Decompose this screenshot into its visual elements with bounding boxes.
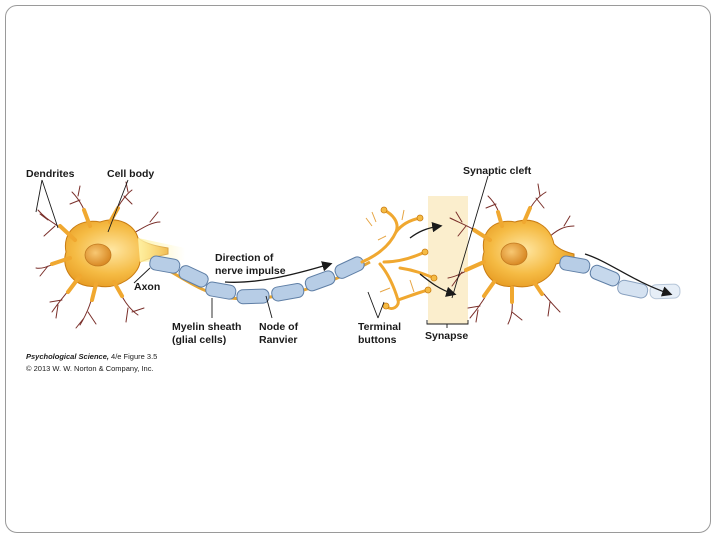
- myelin-segment: [205, 281, 237, 300]
- terminal-arrow-bottom: [419, 273, 457, 297]
- myelin-segment: [334, 256, 365, 279]
- direction-arrow: [224, 261, 333, 283]
- terminal-dendrite-spikes: [365, 209, 415, 293]
- figure-caption-line1: Psychological Science, 4/e Figure 3.5: [26, 352, 157, 361]
- myelin-segment: [236, 288, 270, 305]
- terminal-leader: [367, 291, 385, 319]
- caption-title: Psychological Science,: [26, 352, 109, 361]
- cell-body-leader: [107, 179, 129, 233]
- left-nucleus: [84, 243, 112, 267]
- caption-edition: 4/e Figure 3.5: [109, 352, 157, 361]
- label-myelin-2: (glial cells): [172, 334, 226, 346]
- myelin-sheath: [149, 255, 365, 305]
- axon-leader: [133, 267, 151, 284]
- synapse-bracket: [426, 320, 469, 328]
- leader-lines: [35, 175, 489, 328]
- label-terminal-1: Terminal: [358, 321, 401, 333]
- myelin-segment: [559, 255, 591, 274]
- terminal-buttons: [380, 206, 438, 310]
- right-cell-body: [464, 206, 575, 304]
- synapse-band: [428, 196, 468, 324]
- label-node-2: Ranvier: [259, 334, 298, 346]
- left-cell-body: [50, 206, 169, 302]
- right-axon-arrow: [584, 253, 673, 297]
- dendrites-leader: [35, 179, 59, 229]
- label-myelin-1: Myelin sheath: [172, 321, 241, 333]
- label-synapse: Synapse: [425, 330, 468, 342]
- node-leader: [265, 295, 273, 319]
- myelin-segment: [589, 264, 621, 287]
- slide-frame: [5, 5, 711, 533]
- label-node-1: Node of: [259, 321, 299, 333]
- label-axon: Axon: [134, 281, 160, 293]
- myelin-segment: [617, 279, 649, 299]
- myelin-segment: [149, 255, 181, 274]
- figure-caption-line2: © 2013 W. W. Norton & Company, Inc.: [26, 364, 154, 373]
- myelin-segment: [178, 265, 209, 288]
- right-myelin-sheath: [559, 255, 681, 300]
- label-synaptic-cleft: Synaptic cleft: [463, 165, 532, 177]
- synaptic-cleft-leader: [451, 175, 489, 299]
- axon-terminals: [360, 208, 436, 310]
- label-terminal-2: buttons: [358, 334, 397, 346]
- label-cell-body: Cell body: [107, 168, 154, 180]
- label-dendrites: Dendrites: [26, 168, 75, 180]
- myelin-segment: [304, 270, 336, 292]
- myelin-segment: [271, 283, 305, 302]
- right-nucleus: [500, 242, 528, 266]
- axon-glow: [138, 238, 185, 262]
- label-direction-1: Direction of: [215, 252, 274, 264]
- label-direction-2: nerve impulse: [215, 265, 286, 277]
- impulse-arrows: [224, 221, 673, 297]
- terminal-arrow-top: [409, 221, 443, 239]
